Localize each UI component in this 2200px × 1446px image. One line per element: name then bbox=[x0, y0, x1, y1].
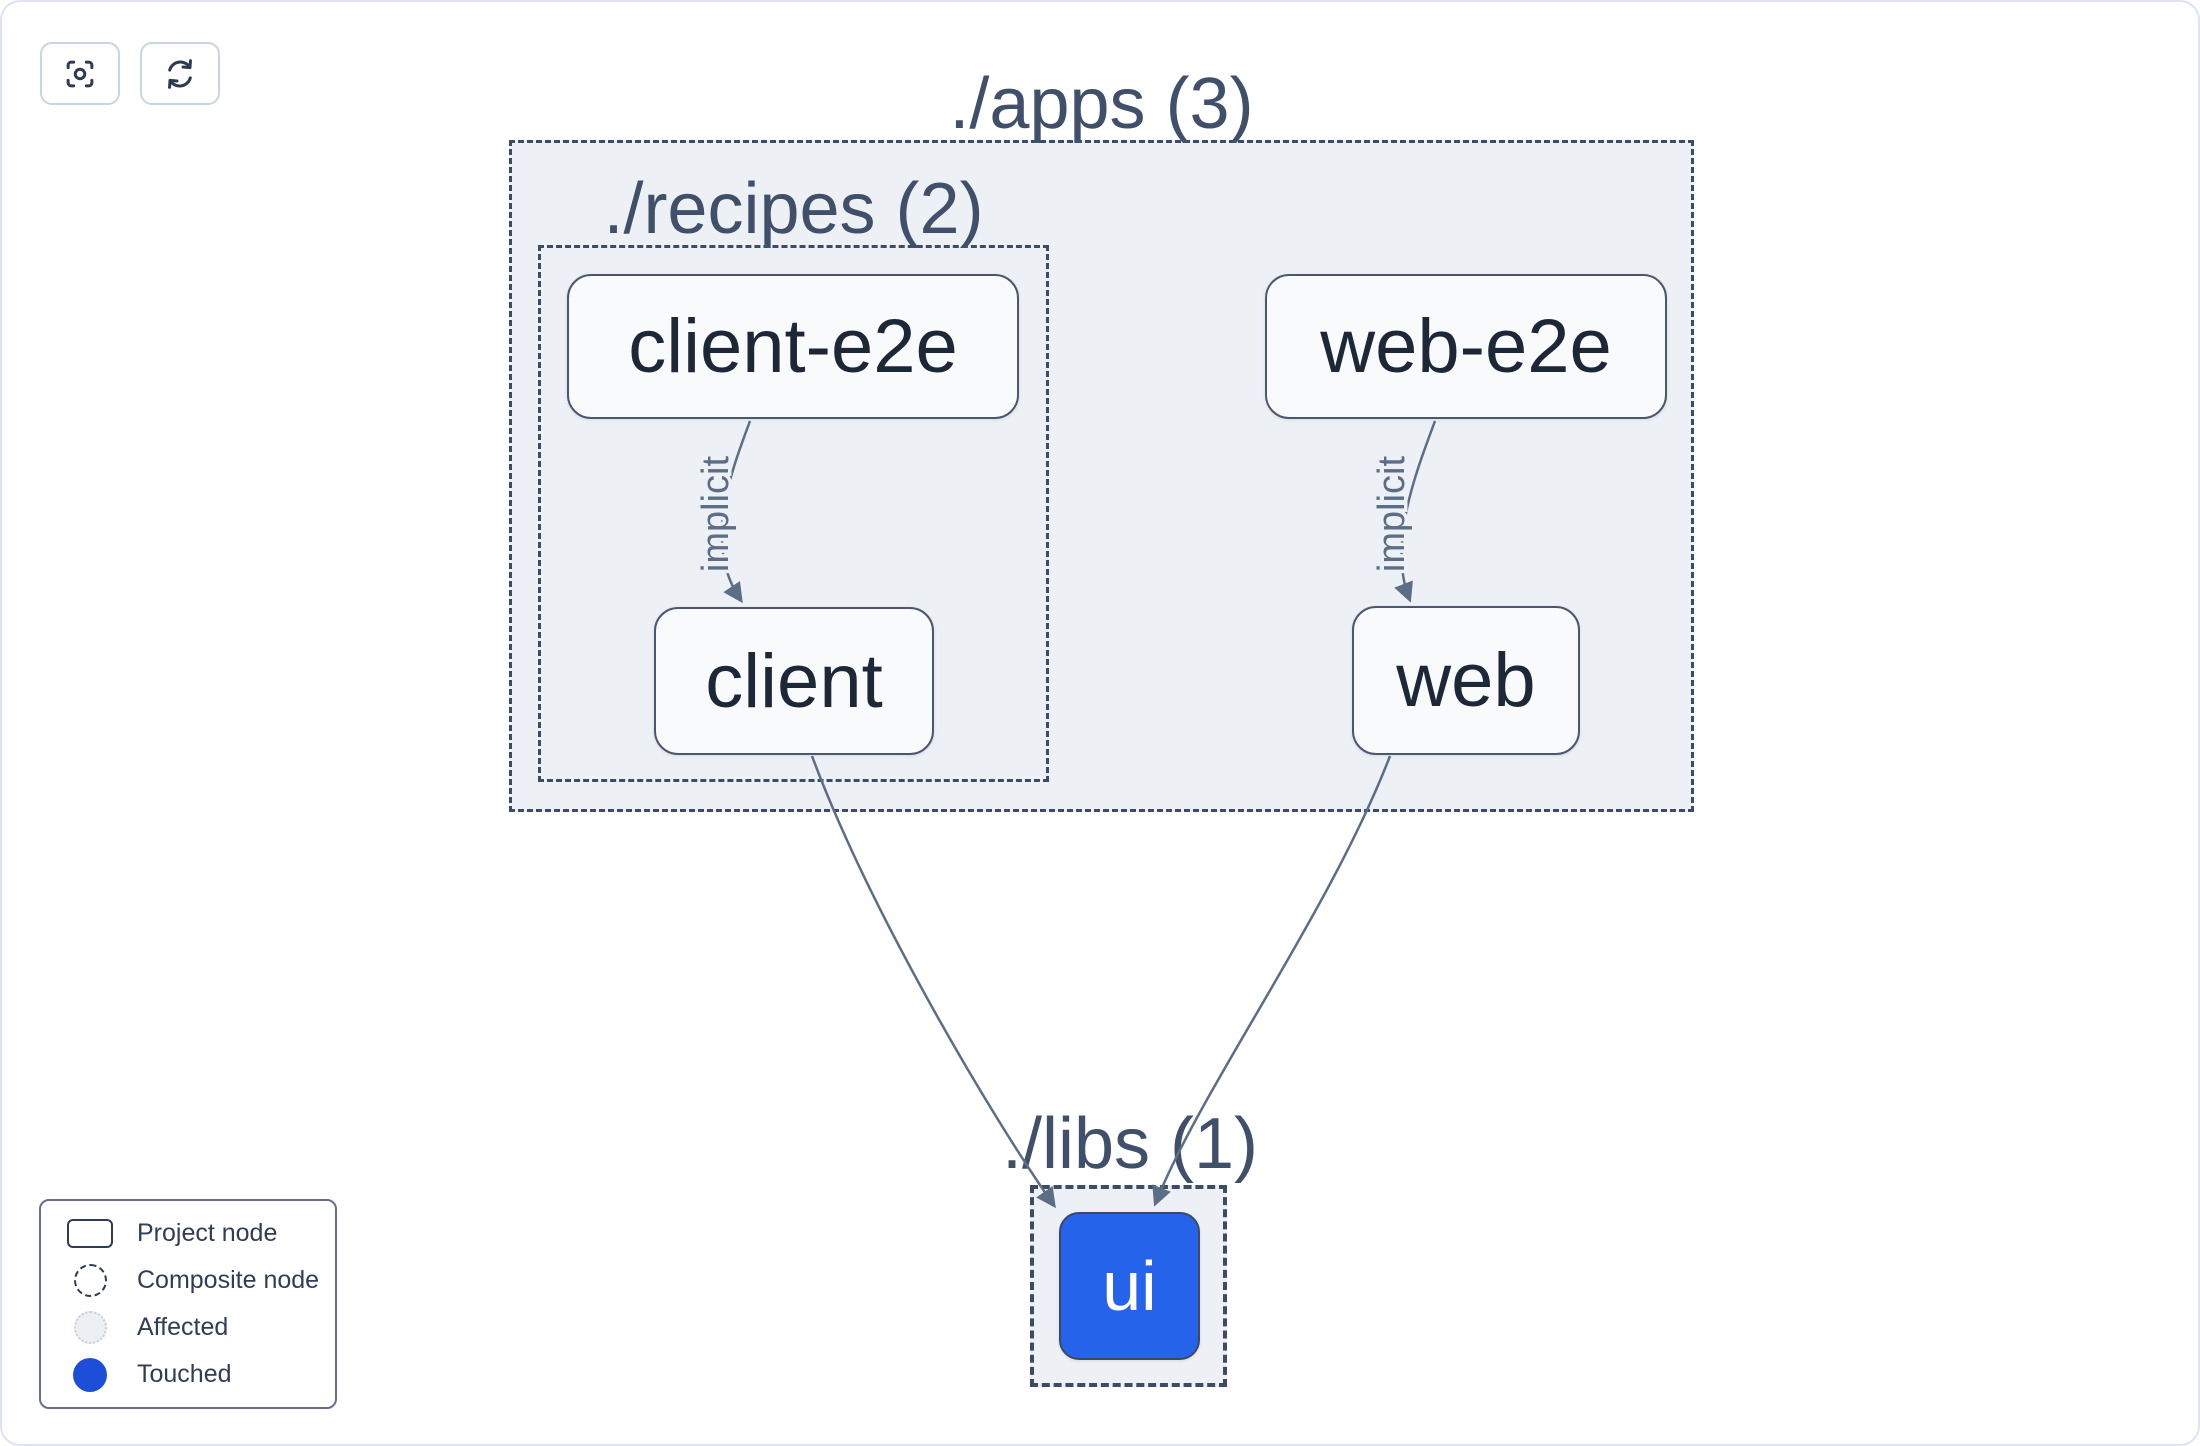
legend-label: Composite node bbox=[137, 1266, 320, 1294]
refresh-icon bbox=[168, 58, 192, 89]
composite-node-swatch bbox=[73, 1264, 107, 1297]
project-node-swatch bbox=[67, 1219, 113, 1248]
legend-label: Project node bbox=[137, 1219, 278, 1247]
container-label-recipes: ./recipes (2) bbox=[603, 169, 984, 249]
legend-item-affected: Affected bbox=[67, 1311, 335, 1344]
composite-container-recipes[interactable] bbox=[538, 245, 1049, 782]
affected-swatch bbox=[73, 1311, 107, 1344]
legend-item-touched: Touched bbox=[67, 1357, 335, 1392]
project-node-web-e2e[interactable]: web-e2e bbox=[1265, 274, 1667, 419]
graph-toolbar bbox=[40, 42, 220, 105]
touched-swatch bbox=[73, 1357, 107, 1392]
legend-label: Touched bbox=[137, 1360, 232, 1388]
project-node-client[interactable]: client bbox=[654, 607, 934, 755]
graph-legend: Project node Composite node Affected Tou… bbox=[39, 1199, 337, 1409]
legend-item-composite-node: Composite node bbox=[67, 1264, 335, 1297]
project-node-ui-touched[interactable]: ui bbox=[1059, 1212, 1200, 1360]
refresh-button[interactable] bbox=[140, 42, 220, 105]
project-node-web[interactable]: web bbox=[1352, 606, 1580, 755]
legend-label: Affected bbox=[137, 1313, 229, 1341]
legend-item-project-node: Project node bbox=[67, 1217, 335, 1250]
focus-button[interactable] bbox=[40, 42, 120, 105]
container-label-libs: ./libs (1) bbox=[1001, 1104, 1259, 1184]
project-node-client-e2e[interactable]: client-e2e bbox=[567, 274, 1019, 419]
container-label-apps: ./apps (3) bbox=[949, 64, 1254, 144]
focus-target-icon bbox=[66, 60, 94, 87]
